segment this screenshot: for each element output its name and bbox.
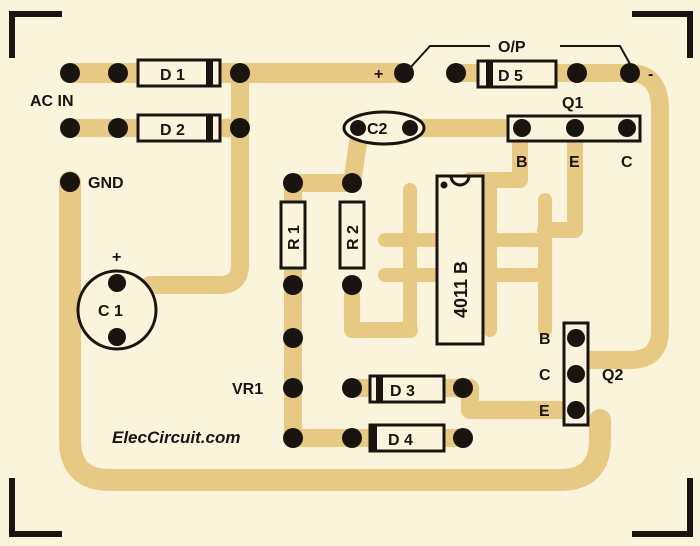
- corner-bracket-top-right: [632, 11, 693, 58]
- transistor-q1[interactable]: [506, 114, 642, 143]
- resistor-r2-label: R 2: [345, 225, 362, 250]
- diode-d4[interactable]: D 4: [368, 423, 446, 453]
- pad-ac-in-2[interactable]: [60, 118, 80, 138]
- pad-d1-right[interactable]: [230, 63, 250, 83]
- q1-label: Q1: [562, 95, 583, 112]
- diode-d5-label: D 5: [498, 68, 523, 85]
- pad-vr1-mid[interactable]: [283, 378, 303, 398]
- trace-q2: [461, 326, 584, 419]
- diode-d3[interactable]: D 3: [368, 374, 446, 404]
- ic-4011b-label: 4011 B: [451, 261, 471, 318]
- watermark: ElecCircuit.com: [112, 428, 241, 447]
- pad-d4-left[interactable]: [342, 428, 362, 448]
- q2-collector-label: C: [539, 367, 551, 384]
- op-leader-lines: [409, 45, 631, 69]
- pad-d3-right[interactable]: [453, 378, 473, 398]
- diode-d1-label: D 1: [160, 67, 185, 84]
- diode-d4-label: D 4: [388, 432, 413, 449]
- capacitor-c2-label: C2: [367, 121, 388, 138]
- q2-emitter-label: E: [539, 403, 550, 420]
- transistor-q2[interactable]: [562, 321, 590, 427]
- ic-4011b[interactable]: 4011 B: [435, 174, 485, 346]
- diode-d2[interactable]: D 2: [136, 113, 222, 143]
- resistor-r1-label: R 1: [286, 225, 303, 250]
- pad-gnd[interactable]: [60, 172, 80, 192]
- trace-r2-down: [344, 277, 418, 338]
- corner-bracket-bottom-left: [9, 478, 62, 537]
- trace-ic-left: [378, 183, 447, 337]
- q1-emitter-label: E: [569, 154, 580, 171]
- pad-r2-top[interactable]: [342, 173, 362, 193]
- pad-d4-right[interactable]: [453, 428, 473, 448]
- diode-d2-label: D 2: [160, 122, 185, 139]
- trace-d1-down: [141, 64, 249, 294]
- pad-d5-right[interactable]: [567, 63, 587, 83]
- corner-bracket-bottom-right: [632, 478, 693, 537]
- output-minus-label: -: [648, 66, 653, 83]
- trace-output-right: [446, 64, 669, 369]
- diode-d5[interactable]: D 5: [476, 59, 558, 89]
- pad-ac-in-1[interactable]: [60, 63, 80, 83]
- vr1-label: VR1: [232, 381, 263, 398]
- capacitor-c1-label: C 1: [98, 303, 123, 320]
- pad-r2-bottom[interactable]: [342, 275, 362, 295]
- diode-d3-label: D 3: [390, 383, 415, 400]
- corner-bracket-top-left: [9, 11, 62, 58]
- q1-collector-label: C: [621, 154, 633, 171]
- c1-plus-label: +: [112, 249, 121, 266]
- capacitor-c1[interactable]: C 1: [76, 269, 158, 351]
- output-plus-label: +: [374, 66, 383, 83]
- trace-gnd-loop: [59, 171, 611, 491]
- pad-vr1-top[interactable]: [283, 328, 303, 348]
- capacitor-c2[interactable]: C2: [342, 110, 426, 146]
- q2-label: Q2: [602, 367, 623, 384]
- q2-base-label: B: [539, 331, 551, 348]
- pad-d2-left[interactable]: [108, 118, 128, 138]
- resistor-r2[interactable]: R 2: [338, 200, 366, 270]
- trace-q1-ic: [462, 122, 583, 238]
- pad-d2-right[interactable]: [230, 118, 250, 138]
- ac-in-label: AC IN: [30, 93, 74, 110]
- pad-vr1-bottom[interactable]: [283, 428, 303, 448]
- q1-base-label: B: [516, 154, 528, 171]
- pad-d3-left[interactable]: [342, 378, 362, 398]
- trace-ic-right: [483, 183, 552, 337]
- resistor-r1[interactable]: R 1: [279, 200, 307, 270]
- gnd-label: GND: [88, 175, 124, 192]
- pad-output-plus[interactable]: [394, 63, 414, 83]
- pad-d5-left[interactable]: [446, 63, 466, 83]
- pad-output-minus[interactable]: [620, 63, 640, 83]
- pad-r1-bottom[interactable]: [283, 275, 303, 295]
- corner-brackets: [9, 11, 693, 537]
- pad-d1-left[interactable]: [108, 63, 128, 83]
- op-label: O/P: [498, 39, 526, 56]
- diode-d1[interactable]: D 1: [136, 58, 222, 88]
- pad-r1-top[interactable]: [283, 173, 303, 193]
